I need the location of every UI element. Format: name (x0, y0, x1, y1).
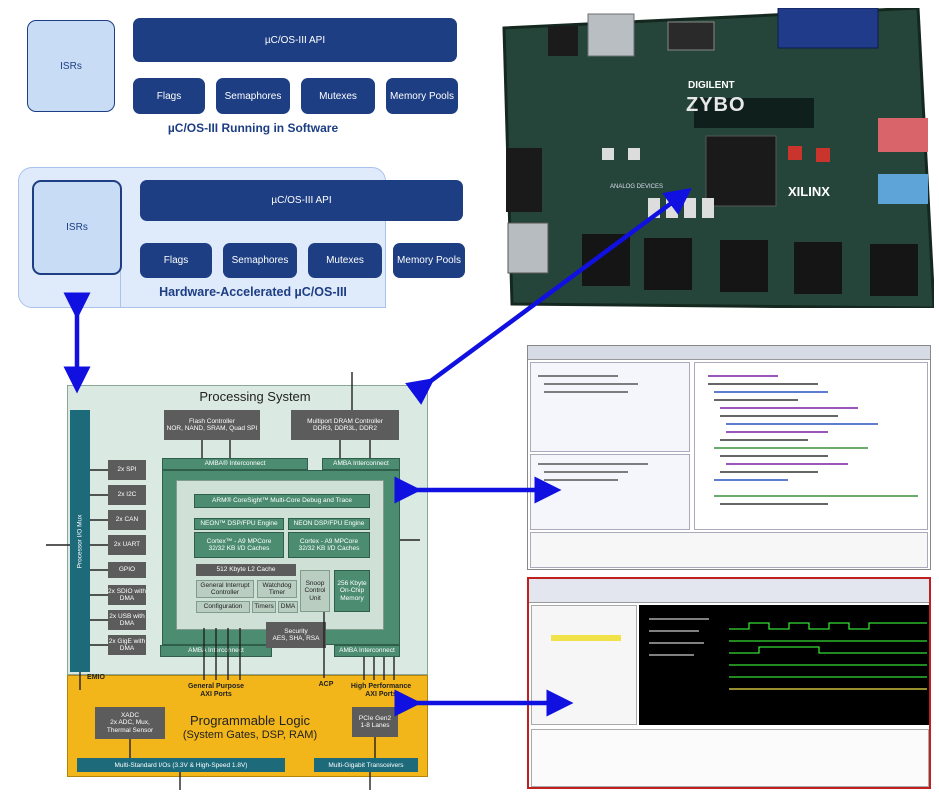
periph-can: 2x CAN (108, 510, 146, 530)
api-bar-hardware: µC/OS-III API (140, 180, 463, 221)
waveform-screenshot (527, 577, 931, 789)
dram-controller: Multiport DRAM Controller DDR3, DDR3L, D… (291, 410, 399, 440)
hp-axi-label: High Performance AXI Ports (350, 683, 412, 698)
isr-box-software: ISRs (27, 20, 115, 112)
amba-interconnect-bottom-left: AMBA Interconnect (160, 645, 272, 657)
periph-usb: 2x USB with DMA (108, 610, 146, 630)
amba-interconnect-bottom-right: AMBA Interconnect (334, 645, 400, 657)
ide-console-pane (530, 532, 928, 568)
flags-box-software: Flags (133, 78, 205, 114)
isr-box-hardware: ISRs (32, 180, 122, 275)
ide-editor-pane (694, 362, 928, 530)
io-mux-label: Processor I/O Mux (76, 514, 84, 568)
gic-block: General Interrupt Controller (196, 580, 254, 598)
hardware-caption: Hardware-Accelerated µC/OS-III (159, 285, 347, 299)
gp-axi-label: General Purpose AXI Ports (187, 683, 245, 698)
cortex-a9-right: Cortex - A9 MPCore 32/32 KB I/D Caches (288, 532, 370, 558)
emio-label: EMIO (87, 674, 105, 681)
pl-title: Programmable Logic (190, 713, 310, 728)
memory-pools-box-hardware: Memory Pools (393, 243, 465, 278)
timers-block: Timers (252, 601, 276, 613)
multi-standard-ios: Multi-Standard I/Os (3.3V & High-Speed 1… (77, 758, 285, 772)
wave-toolbar (529, 579, 929, 603)
pcie-block: PCIe Gen2 1-8 Lanes (352, 707, 398, 737)
wave-traces (551, 618, 927, 690)
neon-left: NEON™ DSP/FPU Engine (194, 518, 284, 530)
board-brand-label: DIGILENT (688, 80, 735, 91)
pl-subtitle: (System Gates, DSP, RAM) (182, 729, 318, 741)
flags-box-hardware: Flags (140, 243, 212, 278)
zybo-board-photo: DIGILENT ZYBO XILINX ANALOG DEVICES (498, 8, 934, 308)
semaphores-box-software: Semaphores (216, 78, 290, 114)
periph-spi: 2x SPI (108, 460, 146, 480)
periph-i2c: 2x I2C (108, 485, 146, 505)
watchdog-block: Watchdog Timer (257, 580, 297, 598)
xadc-block: XADC 2x ADC, Mux, Thermal Sensor (95, 707, 165, 739)
amba-interconnect-right: AMBA Interconnect (322, 458, 400, 470)
periph-uart: 2x UART (108, 535, 146, 555)
processor-io-mux: Processor I/O Mux (70, 410, 90, 672)
board-vendor-label: XILINX (788, 184, 830, 199)
acp-label: ACP (318, 681, 334, 688)
wave-console (531, 729, 929, 787)
ide-code-lines (538, 375, 918, 505)
l2-cache: 512 Kbyte L2 Cache (196, 564, 296, 576)
on-chip-memory: 256 Kbyte On-Chip Memory (334, 570, 370, 612)
board-model-label: ZYBO (686, 94, 746, 116)
snoop-control-unit: Snoop Control Unit (300, 570, 330, 612)
ide-screenshot (527, 345, 931, 570)
wave-tree-pane (531, 605, 637, 725)
software-caption: µC/OS-III Running in Software (167, 121, 339, 135)
mutexes-box-hardware: Mutexes (308, 243, 382, 278)
dma-block: DMA (278, 601, 298, 613)
periph-gige: 2x GigE with DMA (108, 635, 146, 655)
board-adi-label: ANALOG DEVICES (610, 184, 664, 190)
semaphores-box-hardware: Semaphores (223, 243, 297, 278)
cortex-a9-left: Cortex™ - A9 MPCore 32/32 KB I/D Caches (194, 532, 284, 558)
neon-right: NEON DSP/FPU Engine (288, 518, 370, 530)
mutexes-box-software: Mutexes (301, 78, 375, 114)
multi-gigabit-transceivers: Multi-Gigabit Transceivers (314, 758, 418, 772)
api-bar-software: µC/OS-III API (133, 18, 457, 62)
coresight-block: ARM® CoreSight™ Multi-Core Debug and Tra… (194, 494, 370, 508)
periph-gpio: GPIO (108, 562, 146, 578)
memory-pools-box-software: Memory Pools (386, 78, 458, 114)
processing-system-title: Processing System (199, 389, 311, 404)
periph-sdio: 2x SDIO with DMA (108, 585, 146, 605)
configuration-block: Configuration (196, 601, 250, 613)
security-block: Security AES, SHA, RSA (266, 622, 326, 648)
flash-controller: Flash Controller NOR, NAND, SRAM, Quad S… (164, 410, 260, 440)
amba-interconnect-left: AMBA® Interconnect (162, 458, 308, 470)
board-illustration (502, 8, 934, 308)
